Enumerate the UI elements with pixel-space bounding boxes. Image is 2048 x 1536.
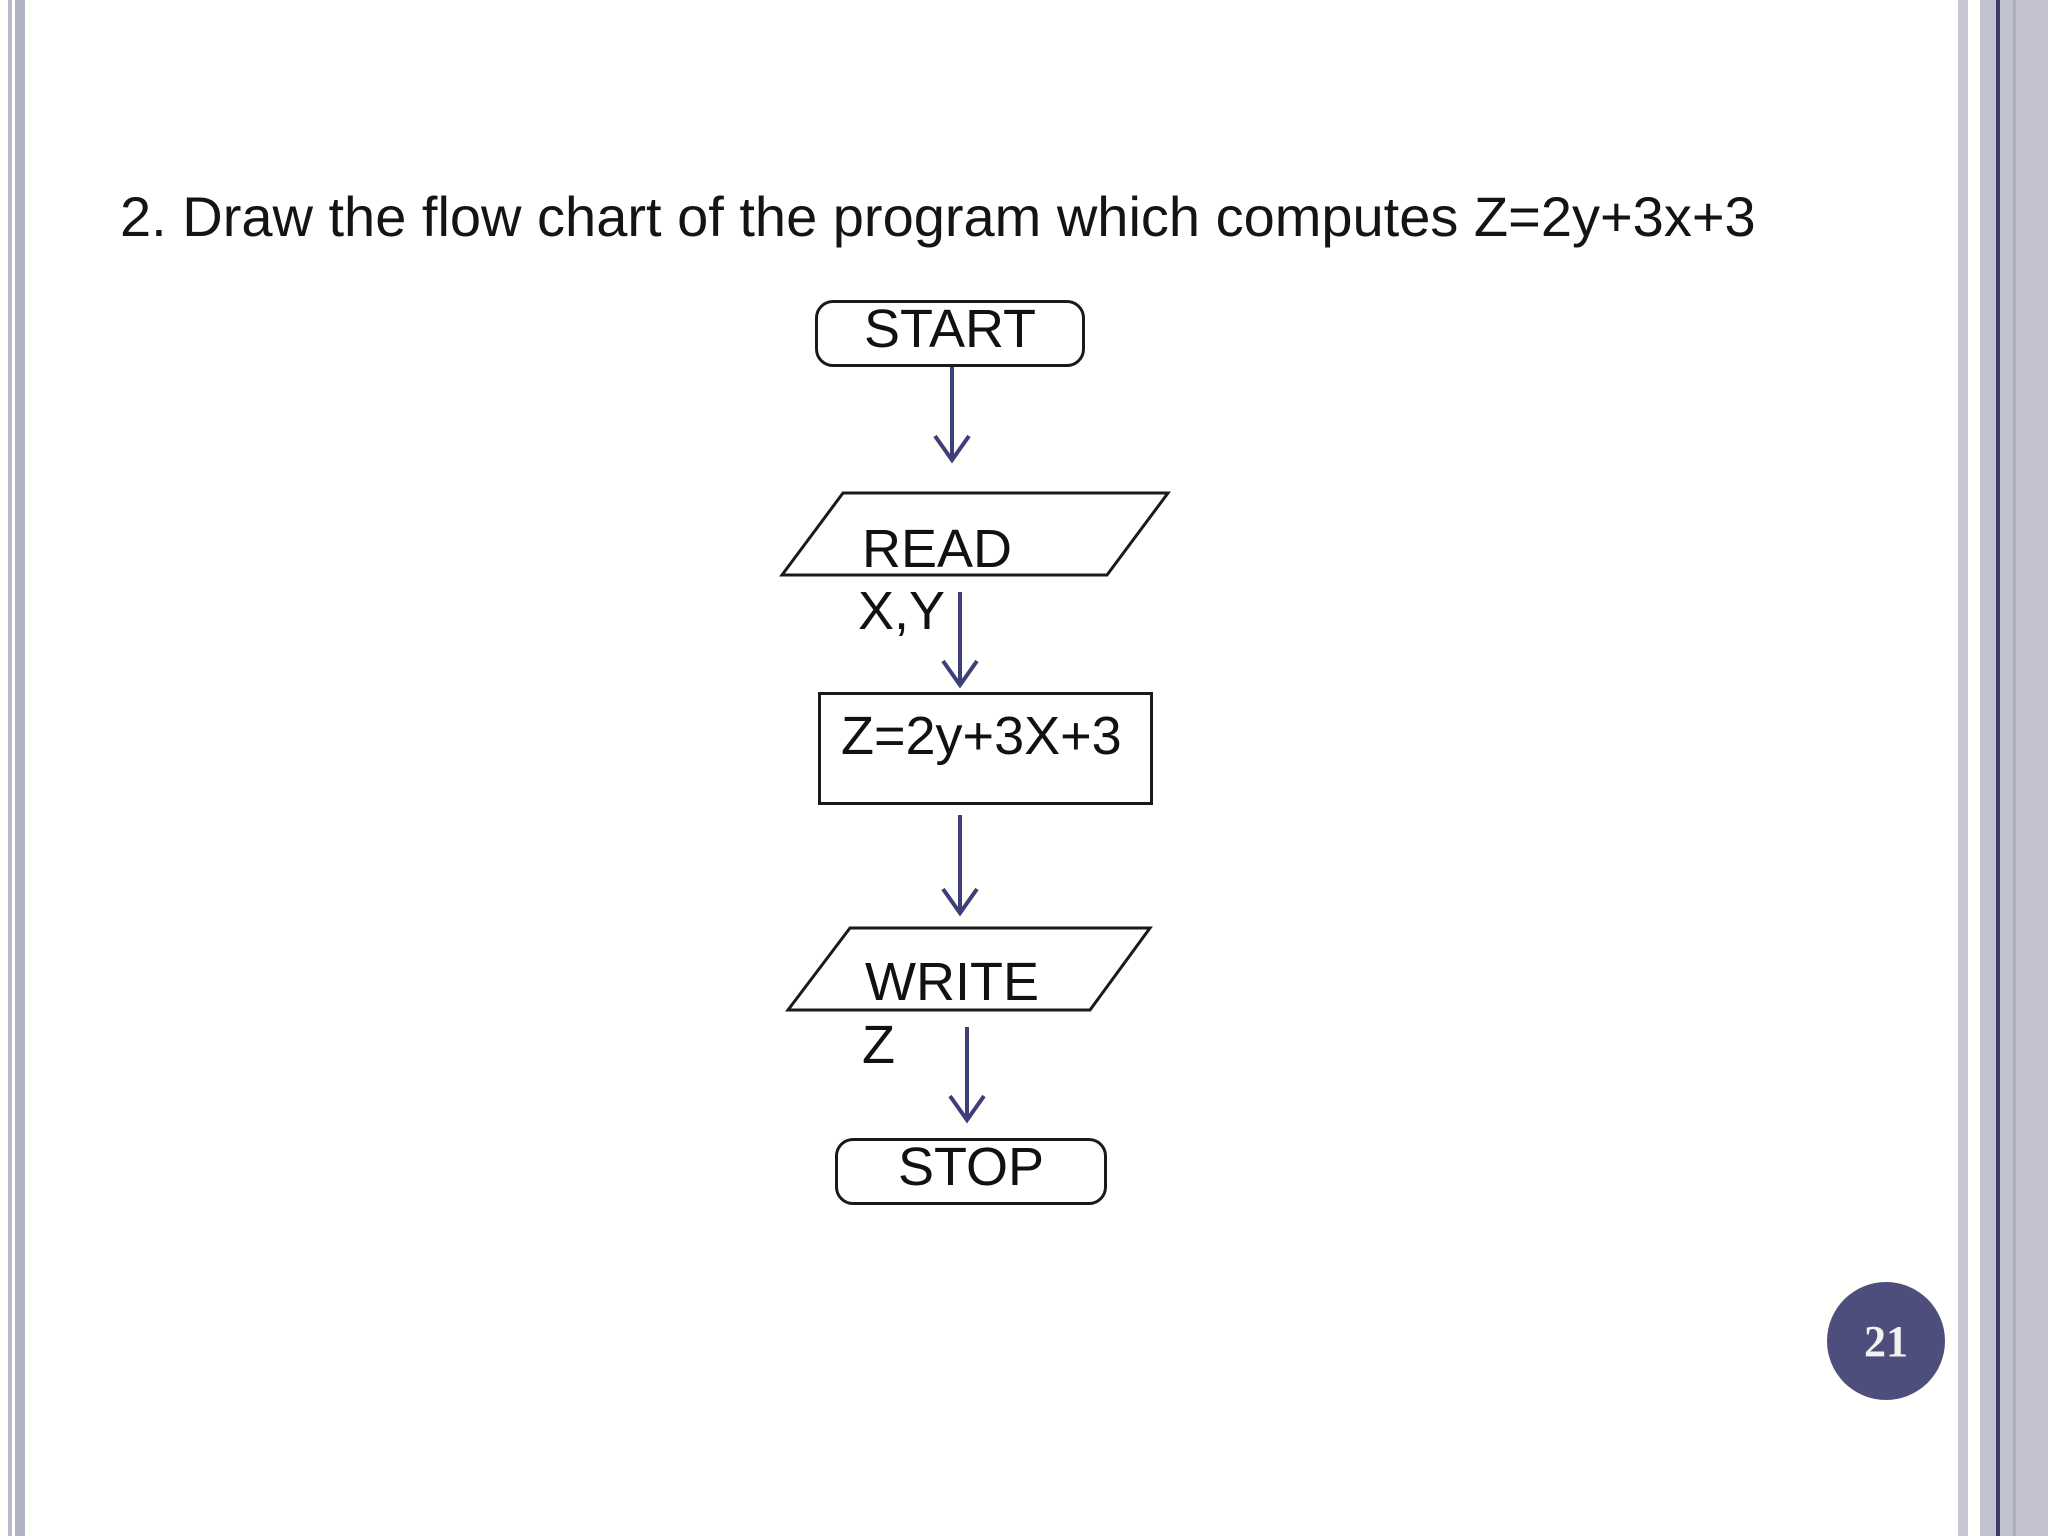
slide-title: 2. Draw the flow chart of the program wh… bbox=[120, 185, 1756, 248]
read-variables-label: X,Y bbox=[858, 581, 946, 641]
right-border-dark-line bbox=[1996, 0, 2000, 1536]
read-io-parallelogram bbox=[779, 491, 1171, 577]
arrow-write-to-stop bbox=[948, 1027, 986, 1124]
arrow-start-to-read bbox=[933, 367, 971, 464]
stop-label: STOP bbox=[897, 1137, 1045, 1197]
right-border-mid-line bbox=[2013, 0, 2016, 1536]
page-number-badge: 21 bbox=[1827, 1282, 1945, 1400]
process-label: Z=2y+3X+3 bbox=[841, 706, 1122, 766]
flowchart-node-start: START bbox=[815, 299, 1085, 367]
write-variable-label: Z bbox=[862, 1015, 895, 1075]
left-border-stripe-wide bbox=[15, 0, 25, 1536]
left-border-stripe-thin bbox=[8, 0, 12, 1536]
page-number: 21 bbox=[1864, 1316, 1908, 1366]
write-label: WRITE bbox=[865, 952, 1039, 1012]
right-border-stripe-thin bbox=[1958, 0, 1968, 1536]
flowchart-node-process: Z=2y+3X+3 bbox=[818, 692, 1153, 805]
start-label: START bbox=[863, 299, 1037, 359]
read-label: READ bbox=[862, 519, 1013, 579]
arrow-read-to-process bbox=[941, 592, 979, 689]
write-io-parallelogram bbox=[784, 926, 1153, 1012]
arrow-process-to-write bbox=[941, 815, 979, 917]
flowchart-node-stop: STOP bbox=[835, 1137, 1107, 1205]
